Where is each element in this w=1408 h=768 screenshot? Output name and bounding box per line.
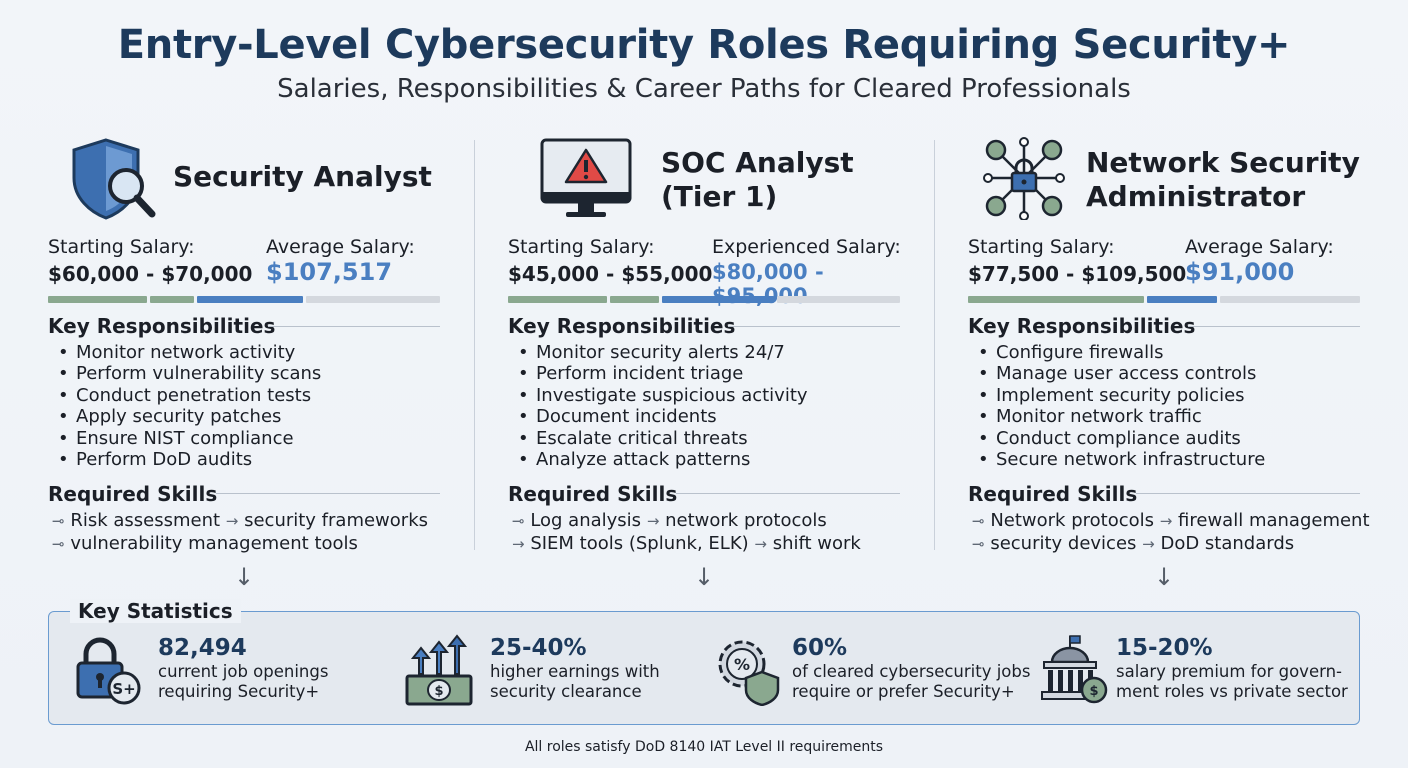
list-item: Perform DoD audits — [58, 449, 321, 470]
arrow-down-icon: ↓ — [1154, 563, 1175, 591]
responsibilities-heading: Key Responsibilities — [48, 314, 276, 338]
list-item: Analyze attack patterns — [518, 449, 808, 470]
responsibilities-list: Monitor security alerts 24/7 Perform inc… — [518, 342, 808, 470]
skill-line: → SIEM tools (Splunk, ELK) → shift work — [512, 532, 861, 554]
svg-text:$: $ — [1089, 684, 1098, 699]
list-item: Monitor network activity — [58, 342, 321, 363]
column-divider — [474, 140, 475, 550]
average-salary-value: $107,517 — [266, 258, 393, 286]
responsibilities-heading: Key Responsibilities — [508, 314, 736, 338]
skills-list: ⊸ Log analysis → network protocols → SIE… — [512, 510, 861, 555]
heading-rule — [1136, 493, 1360, 494]
skills-list: ⊸ Risk assessment → security frameworks … — [52, 510, 428, 555]
list-item: Perform incident triage — [518, 363, 808, 384]
role-card-soc-analyst: SOC Analyst (Tier 1) Starting Salary: Ex… — [508, 136, 908, 554]
government-building-dollar-icon: $ — [1041, 635, 1108, 704]
skills-list: ⊸ Network protocols → firewall managemen… — [972, 510, 1370, 555]
heading-rule — [216, 493, 440, 494]
list-item: Escalate critical threats — [518, 428, 808, 449]
svg-text:S+: S+ — [112, 680, 135, 698]
role-title: Network Security — [1086, 146, 1360, 179]
skills-heading: Required Skills — [968, 482, 1138, 506]
list-item: Apply security patches — [58, 406, 321, 427]
page-subtitle: Salaries, Responsibilities & Career Path… — [277, 74, 1131, 104]
starting-salary-label: Starting Salary: — [968, 236, 1115, 258]
monitor-alert-icon — [540, 138, 632, 217]
salary-range-bar — [48, 296, 440, 303]
list-item: Conduct penetration tests — [58, 385, 321, 406]
stat-cleared-jobs: 60% of cleared cybersecurity jobs requir… — [792, 635, 1031, 701]
skills-heading: Required Skills — [48, 482, 218, 506]
heading-rule — [1188, 326, 1360, 327]
salary-range-bar — [508, 296, 900, 303]
footnote: All roles satisfy DoD 8140 IAT Level II … — [524, 739, 884, 755]
key-statistics-heading: Key Statistics — [70, 599, 241, 623]
list-item: Configure firewalls — [978, 342, 1265, 363]
list-item: Conduct compliance audits — [978, 428, 1265, 449]
page-title: Entry-Level Cybersecurity Roles Requirin… — [117, 22, 1291, 68]
starting-salary-label: Starting Salary: — [508, 236, 655, 258]
padlock-security-plus-icon: S+ — [76, 637, 141, 705]
role-card-security-analyst: Security Analyst Starting Salary: Averag… — [48, 136, 448, 554]
responsibilities-list: Monitor network activity Perform vulnera… — [58, 342, 321, 470]
list-item: Secure network infrastructure — [978, 449, 1265, 470]
percent-gear-shield-icon: % — [718, 640, 780, 706]
skill-line: ⊸ vulnerability management tools — [52, 532, 358, 554]
stat-government-premium: 15-20% salary premium for govern- ment r… — [1116, 635, 1348, 701]
arrow-down-icon: ↓ — [694, 563, 715, 591]
experienced-salary-label: Experienced Salary: — [712, 236, 901, 258]
heading-rule — [268, 326, 440, 327]
starting-salary-value: $60,000 - $70,000 — [48, 262, 253, 286]
skills-heading: Required Skills — [508, 482, 678, 506]
starting-salary-value: $45,000 - $55,000 — [508, 262, 713, 286]
role-title: SOC Analyst — [661, 146, 854, 179]
network-lock-icon — [983, 137, 1065, 220]
svg-text:$: $ — [434, 684, 443, 699]
list-item: Implement security policies — [978, 385, 1265, 406]
role-title-tier: (Tier 1) — [661, 180, 778, 213]
average-salary-label: Average Salary: — [1185, 236, 1334, 258]
role-title-line2: Administrator — [1086, 180, 1306, 213]
list-item: Manage user access controls — [978, 363, 1265, 384]
money-growth-icon: $ — [405, 634, 473, 706]
shield-magnifier-icon — [72, 138, 156, 220]
list-item: Investigate suspicious activity — [518, 385, 808, 406]
list-item: Document incidents — [518, 406, 808, 427]
column-divider — [934, 140, 935, 550]
skill-line: ⊸ Network protocols → firewall managemen… — [972, 510, 1370, 531]
average-salary-value: $91,000 — [1185, 258, 1295, 286]
starting-salary-value: $77,500 - $109,500 — [968, 262, 1187, 286]
role-title: Security Analyst — [173, 160, 432, 193]
salary-range-bar — [968, 296, 1360, 303]
arrow-down-icon: ↓ — [234, 563, 255, 591]
list-item: Monitor network traffic — [978, 406, 1265, 427]
skill-line: ⊸ Log analysis → network protocols — [512, 510, 827, 531]
skill-line: ⊸ Risk assessment → security frameworks — [52, 510, 428, 531]
responsibilities-heading: Key Responsibilities — [968, 314, 1196, 338]
heading-rule — [676, 493, 900, 494]
svg-text:%: % — [734, 655, 750, 674]
role-card-network-security-administrator: Network Security Administrator Starting … — [968, 136, 1370, 554]
stat-clearance-earnings: 25-40% higher earnings with security cle… — [490, 635, 660, 701]
skill-line: ⊸ security devices → DoD standards — [972, 532, 1295, 554]
stat-job-openings: 82,494 current job openings requiring Se… — [158, 635, 329, 701]
list-item: Perform vulnerability scans — [58, 363, 321, 384]
responsibilities-list: Configure firewalls Manage user access c… — [978, 342, 1265, 470]
average-salary-label: Average Salary: — [266, 236, 415, 258]
list-item: Ensure NIST compliance — [58, 428, 321, 449]
starting-salary-label: Starting Salary: — [48, 236, 195, 258]
heading-rule — [728, 326, 900, 327]
key-statistics-panel — [48, 611, 1360, 725]
list-item: Monitor security alerts 24/7 — [518, 342, 808, 363]
